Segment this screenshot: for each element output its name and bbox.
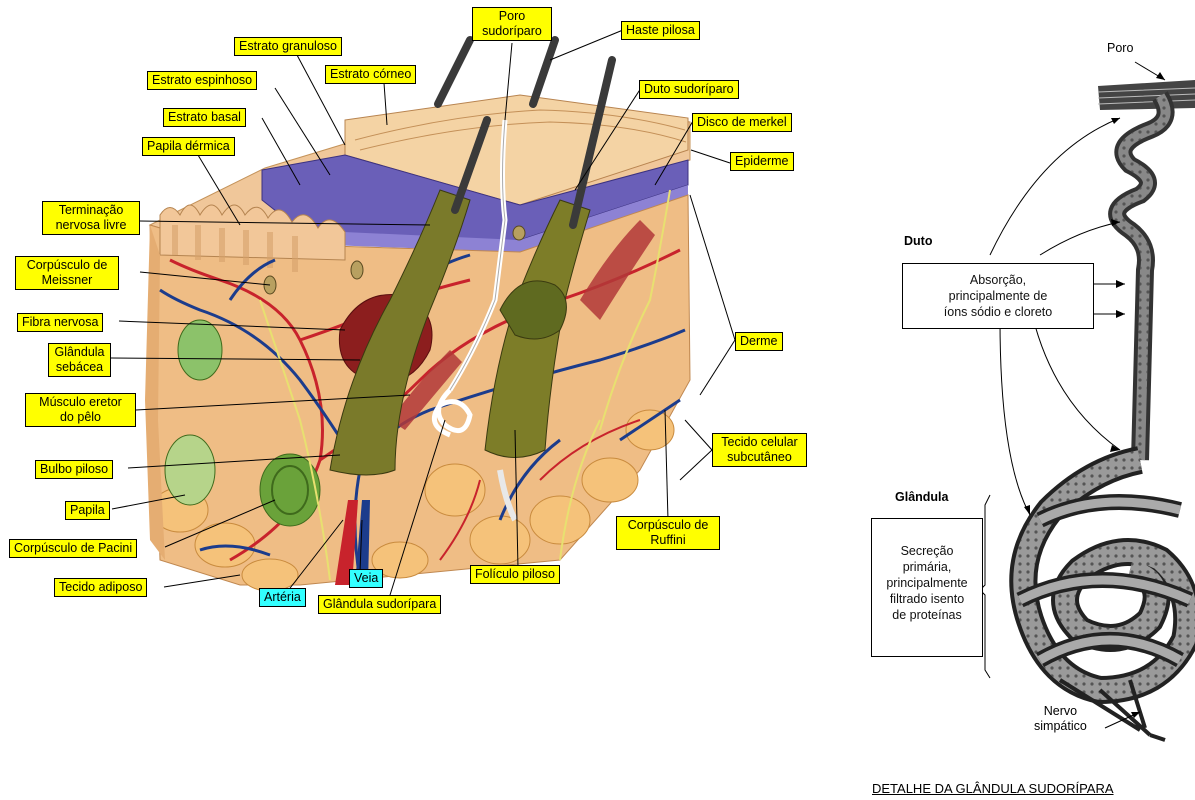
label-haste-pilosa: Haste pilosa [621, 21, 700, 40]
label-subcutaneo-line1: Tecido celular [717, 435, 802, 450]
label-tecido-subcutaneo: Tecido celular subcutâneo [712, 433, 807, 467]
label-poro-sudoriparo: Poro sudoríparo [472, 7, 552, 41]
label-musculo-eretor: Músculo eretor do pêlo [25, 393, 136, 427]
label-eretor-line1: Músculo eretor [30, 395, 131, 410]
detail-nervo-line2: simpático [1034, 719, 1087, 734]
detail-secretion-line2: primária, [872, 559, 982, 575]
label-papila: Papila [65, 501, 110, 520]
label-veia: Veia [349, 569, 383, 588]
label-corpusculo-meissner: Corpúsculo de Meissner [15, 256, 119, 290]
detail-secretion-line5: de proteínas [872, 607, 982, 623]
label-estrato-corneo: Estrato córneo [325, 65, 416, 84]
label-terminacao-nervosa: Terminação nervosa livre [42, 201, 140, 235]
label-foliculo-piloso: Folículo piloso [470, 565, 560, 584]
detail-duto-label: Duto [904, 234, 932, 249]
label-corpusculo-ruffini: Corpúsculo de Ruffini [616, 516, 720, 550]
label-terminacao-line1: Terminação [47, 203, 135, 218]
detail-poro-label: Poro [1107, 41, 1133, 56]
detail-absorption-line3: íons sódio e cloreto [903, 304, 1093, 320]
label-epiderme: Epiderme [730, 152, 794, 171]
label-tecido-adiposo: Tecido adiposo [54, 578, 147, 597]
detail-absorption-line2: principalmente de [903, 288, 1093, 304]
label-sebacea-line1: Glândula [53, 345, 106, 360]
label-meissner-line1: Corpúsculo de [20, 258, 114, 273]
label-ruffini-line1: Corpúsculo de [621, 518, 715, 533]
label-eretor-line2: do pêlo [30, 410, 131, 425]
label-glandula-sudoripara: Glândula sudorípara [318, 595, 441, 614]
label-ruffini-line2: Ruffini [621, 533, 715, 548]
detail-caption: DETALHE DA GLÂNDULA SUDORÍPARA [872, 781, 1114, 796]
label-arteria: Artéria [259, 588, 306, 607]
label-poro-sudoriparo-line2: sudoríparo [477, 24, 547, 39]
label-fibra-nervosa: Fibra nervosa [17, 313, 103, 332]
detail-glandula-label: Glândula [895, 490, 948, 505]
label-bulbo-piloso: Bulbo piloso [35, 460, 113, 479]
label-corpusculo-pacini: Corpúsculo de Pacini [9, 539, 137, 558]
label-papila-dermica: Papila dérmica [142, 137, 235, 156]
label-estrato-granuloso: Estrato granuloso [234, 37, 342, 56]
label-subcutaneo-line2: subcutâneo [717, 450, 802, 465]
detail-nervo-label: Nervo simpático [1034, 704, 1087, 734]
detail-secretion-box: Secreção primária, principalmente filtra… [871, 518, 983, 657]
label-disco-merkel: Disco de merkel [692, 113, 792, 132]
detail-secretion-line3: principalmente [872, 575, 982, 591]
label-terminacao-line2: nervosa livre [47, 218, 135, 233]
label-estrato-espinhoso: Estrato espinhoso [147, 71, 257, 90]
label-sebacea-line2: sebácea [53, 360, 106, 375]
detail-nervo-line1: Nervo [1034, 704, 1087, 719]
label-poro-sudoriparo-line1: Poro [477, 9, 547, 24]
label-estrato-basal: Estrato basal [163, 108, 246, 127]
detail-secretion-line1: Secreção [872, 543, 982, 559]
sweat-gland-detail [980, 62, 1195, 740]
detail-absorption-box: Absorção, principalmente de íons sódio e… [902, 263, 1094, 329]
detail-secretion-line4: filtrado isento [872, 591, 982, 607]
label-derme: Derme [735, 332, 783, 351]
label-duto-sudoriparo: Duto sudoríparo [639, 80, 739, 99]
label-glandula-sebacea: Glândula sebácea [48, 343, 111, 377]
label-meissner-line2: Meissner [20, 273, 114, 288]
detail-absorption-line1: Absorção, [903, 272, 1093, 288]
